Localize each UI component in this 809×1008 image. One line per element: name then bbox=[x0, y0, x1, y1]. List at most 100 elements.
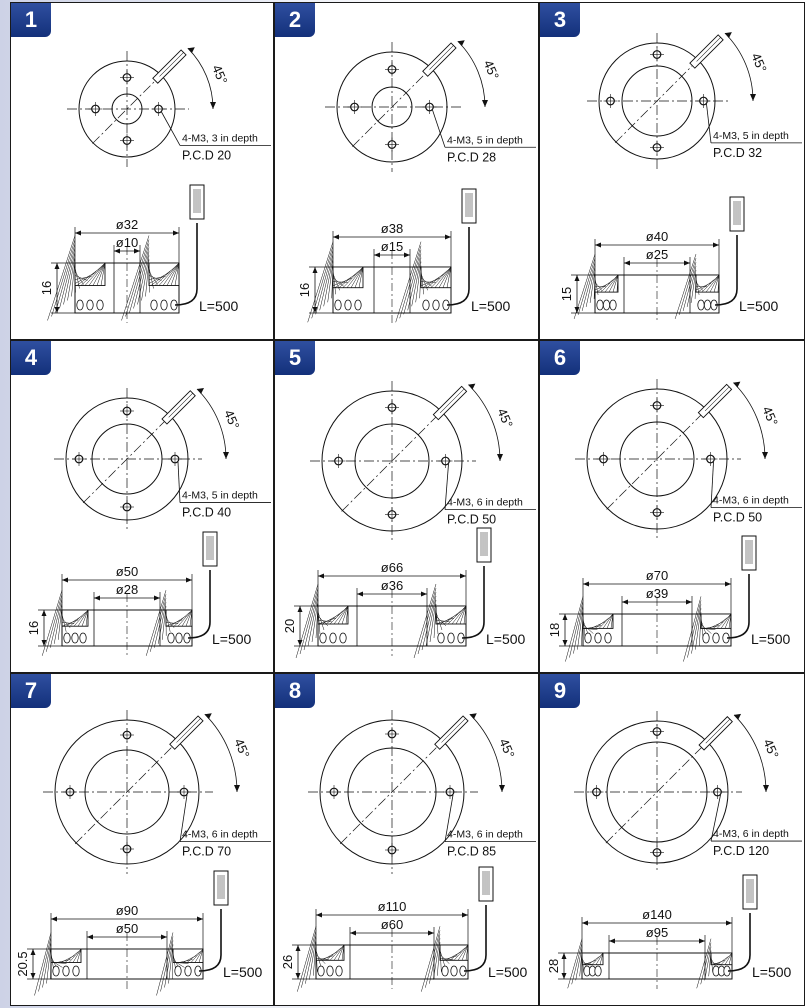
angle-label: 45° bbox=[209, 63, 230, 87]
panel-number-badge: 2 bbox=[275, 3, 315, 37]
cable-icon bbox=[727, 913, 751, 972]
led-block-icon bbox=[47, 235, 106, 321]
side-section-view: ø50 ø28 16L=500 bbox=[26, 531, 252, 656]
thread-spec-label: 4-M3, 5 in depth bbox=[182, 490, 258, 502]
height-label: 16 bbox=[39, 281, 54, 295]
pcd-label: P.C.D 50 bbox=[447, 513, 496, 527]
outer-diameter-label: ø140 bbox=[642, 907, 672, 922]
cable-icon bbox=[432, 385, 468, 421]
cable-length-label: L=500 bbox=[223, 964, 263, 980]
connector-icon bbox=[742, 874, 758, 910]
height-label: 16 bbox=[297, 283, 312, 297]
pcd-label: P.C.D 20 bbox=[182, 148, 231, 162]
cable-length-label: L=500 bbox=[488, 964, 528, 980]
panel-number-badge: 7 bbox=[11, 674, 51, 708]
inner-diameter-label: ø15 bbox=[381, 239, 403, 254]
led-block-icon bbox=[395, 241, 452, 323]
inner-diameter-label: ø95 bbox=[646, 925, 668, 940]
height-label: 16 bbox=[26, 621, 41, 635]
led-block-icon bbox=[307, 241, 364, 323]
cable-icon bbox=[198, 909, 222, 972]
cable-length-label: L=500 bbox=[752, 964, 792, 980]
led-block-icon bbox=[41, 590, 89, 656]
thread-spec-label: 4-M3, 6 in depth bbox=[182, 829, 258, 841]
led-block-icon bbox=[573, 254, 619, 319]
pcd-label: P.C.D 85 bbox=[447, 845, 496, 859]
connector-icon bbox=[729, 196, 745, 232]
connector-icon bbox=[461, 188, 477, 224]
angle-label: 45° bbox=[221, 408, 242, 432]
pcd-label: P.C.D 70 bbox=[182, 845, 231, 859]
outer-diameter-label: ø70 bbox=[646, 568, 668, 583]
cable-icon bbox=[461, 566, 485, 639]
led-block-icon bbox=[696, 938, 733, 989]
cable-length-label: L=500 bbox=[486, 631, 526, 647]
led-block-icon bbox=[145, 590, 193, 656]
pcd-label: P.C.D 40 bbox=[182, 506, 231, 520]
cable-icon bbox=[161, 390, 196, 425]
angle-label: 45° bbox=[231, 736, 252, 760]
panel-number-badge: 1 bbox=[11, 3, 51, 37]
outer-diameter-label: ø66 bbox=[381, 560, 403, 575]
cable-icon bbox=[187, 570, 211, 639]
panel-number-badge: 8 bbox=[275, 674, 315, 708]
connector-icon bbox=[478, 866, 494, 902]
connector-icon bbox=[189, 184, 205, 220]
pcd-label: P.C.D 28 bbox=[447, 150, 496, 164]
cable-icon bbox=[169, 715, 204, 750]
panel-number-badge: 5 bbox=[275, 341, 315, 375]
inner-diameter-label: ø28 bbox=[116, 582, 138, 597]
outer-diameter-label: ø90 bbox=[116, 903, 138, 918]
height-label: 15 bbox=[559, 287, 574, 301]
led-block-icon bbox=[421, 926, 469, 992]
connector-icon bbox=[741, 535, 757, 571]
connector-icon bbox=[202, 531, 218, 567]
led-block-icon bbox=[413, 583, 467, 659]
cable-icon bbox=[434, 715, 469, 750]
angle-label: 45° bbox=[496, 736, 517, 760]
inner-diameter-label: ø39 bbox=[646, 586, 668, 601]
cable-icon bbox=[446, 227, 470, 306]
pcd-label: P.C.D 50 bbox=[713, 511, 762, 525]
outer-diameter-label: ø38 bbox=[381, 221, 403, 236]
side-section-view: ø38 ø15 16L=500 bbox=[297, 188, 511, 323]
cable-icon bbox=[726, 574, 750, 639]
angle-label: 45° bbox=[481, 58, 502, 82]
outer-diameter-label: ø50 bbox=[116, 564, 138, 579]
angle-label: 45° bbox=[748, 51, 769, 75]
panel-number-badge: 4 bbox=[11, 341, 51, 375]
connector-icon bbox=[213, 870, 229, 906]
outer-diameter-label: ø32 bbox=[116, 217, 138, 232]
thread-spec-label: 4-M3, 6 in depth bbox=[713, 495, 789, 507]
cable-icon bbox=[174, 223, 198, 306]
cable-length-label: L=500 bbox=[471, 298, 511, 314]
inner-diameter-label: ø25 bbox=[646, 247, 668, 262]
led-block-icon bbox=[297, 926, 345, 992]
cable-icon bbox=[698, 716, 733, 751]
cable-length-label: L=500 bbox=[212, 631, 252, 647]
panel-number-badge: 3 bbox=[540, 3, 580, 37]
cable-icon bbox=[463, 905, 487, 972]
thread-spec-label: 4-M3, 6 in depth bbox=[713, 828, 789, 840]
